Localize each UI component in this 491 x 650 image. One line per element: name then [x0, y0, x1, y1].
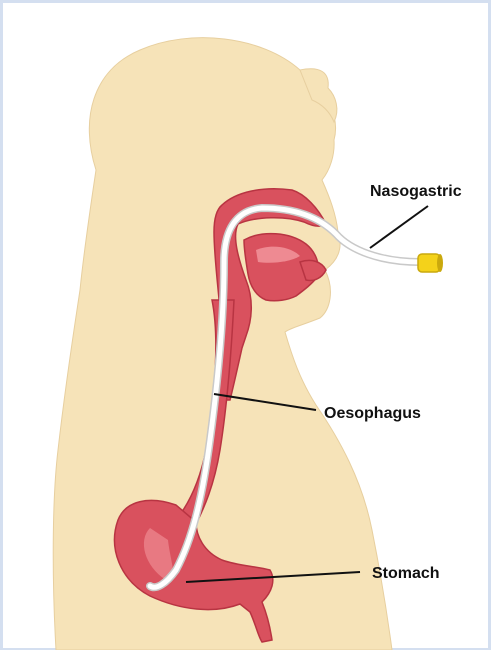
nasogastric-leader-line — [370, 206, 428, 248]
oesophagus-label: Oesophagus — [324, 405, 421, 422]
tube-connector — [418, 254, 443, 272]
stomach-label: Stomach — [372, 565, 440, 582]
nasogastric-label: Nasogastric — [370, 183, 462, 200]
